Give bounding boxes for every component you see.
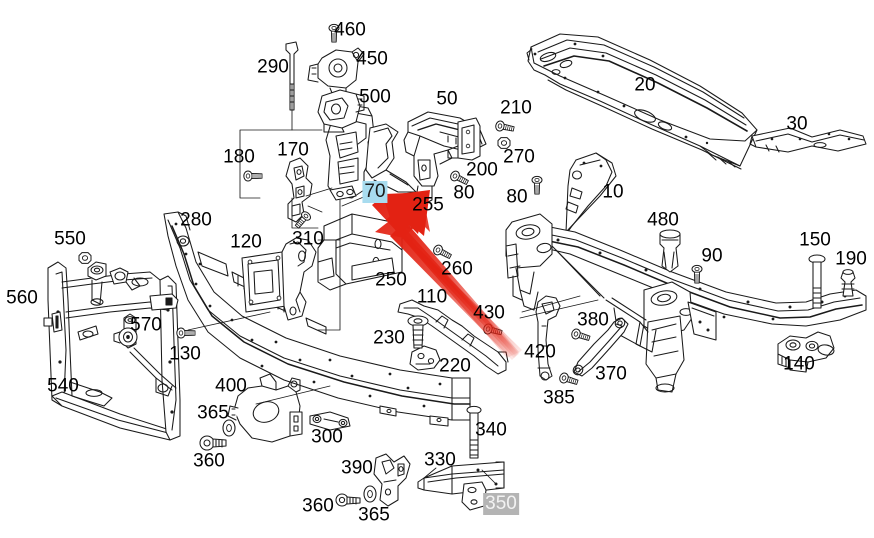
callout-label-330: 330 <box>424 449 456 471</box>
callout-label-350: 350 <box>483 493 519 515</box>
callout-label-180: 180 <box>223 146 255 168</box>
callout-label-310: 310 <box>292 228 324 250</box>
callout-label-365: 365 <box>358 504 390 526</box>
callout-label-10: 10 <box>602 181 624 203</box>
part-420-stay <box>535 295 561 381</box>
callout-label-140: 140 <box>783 353 815 375</box>
part-70-front-panel-carrier <box>325 105 417 201</box>
part-120-mount-plate <box>241 237 317 321</box>
callout-label-365: 365 <box>197 402 229 424</box>
fastener-130 <box>176 327 196 339</box>
part-300-link-strap <box>309 411 351 431</box>
callout-label-90: 90 <box>701 245 723 267</box>
callout-label-340: 340 <box>475 419 507 441</box>
callout-label-220: 220 <box>439 355 471 377</box>
callout-label-130: 130 <box>169 343 201 365</box>
part-140-bracket-assembly <box>777 331 835 373</box>
callout-label-300: 300 <box>311 426 343 448</box>
callout-label-500: 500 <box>359 86 391 108</box>
fastener-480 <box>659 229 681 273</box>
callout-label-120: 120 <box>230 231 262 253</box>
part-540-radiator-frame <box>47 261 181 441</box>
part-500-lock-assembly <box>317 89 365 133</box>
part-200-l-bracket <box>447 117 481 161</box>
callout-label-170: 170 <box>277 139 309 161</box>
part-220-small-bracket <box>409 345 441 371</box>
callout-label-20: 20 <box>634 74 656 96</box>
callout-label-450: 450 <box>356 48 388 70</box>
callout-label-400: 400 <box>215 375 247 397</box>
callout-label-50: 50 <box>436 88 458 110</box>
callout-label-230: 230 <box>373 327 405 349</box>
callout-label-200: 200 <box>466 159 498 181</box>
callout-label-540: 540 <box>47 375 79 397</box>
fastener-80-right <box>531 175 543 195</box>
callout-label-360: 360 <box>193 450 225 472</box>
callout-label-430: 430 <box>473 302 505 324</box>
fastener-180 <box>243 170 263 182</box>
callout-label-80: 80 <box>453 182 475 204</box>
fastener-150 <box>808 254 826 309</box>
callout-label-250: 250 <box>375 269 407 291</box>
callout-label-150: 150 <box>799 229 831 251</box>
part-450-latch-assembly <box>307 47 365 99</box>
fastener-340 <box>466 405 482 459</box>
callout-label-550: 550 <box>54 228 86 250</box>
fastener-360-lower <box>335 493 361 507</box>
callout-label-110: 110 <box>416 286 448 308</box>
part-30-bracket <box>749 127 867 153</box>
callout-label-210: 210 <box>500 97 532 119</box>
callout-label-270: 270 <box>503 146 535 168</box>
callout-label-30: 30 <box>786 113 808 135</box>
part-400-headlamp-bracket <box>227 373 303 443</box>
part-370-brace-rod <box>572 317 629 377</box>
fastener-210 <box>494 119 516 135</box>
callout-label-190: 190 <box>835 248 867 270</box>
part-10-right-frame-rail <box>505 152 867 393</box>
part-570-grommet <box>113 327 138 347</box>
leader-lines <box>187 83 599 485</box>
part-170-hinge-bracket <box>285 157 313 223</box>
callout-label-380: 380 <box>577 309 609 331</box>
callout-label-80: 80 <box>506 186 528 208</box>
fastener-190 <box>840 269 856 297</box>
fastener-230 <box>407 315 429 349</box>
callout-label-480: 480 <box>647 209 679 231</box>
callout-label-390: 390 <box>341 457 373 479</box>
callout-label-290: 290 <box>257 56 289 78</box>
callout-label-370: 370 <box>595 363 627 385</box>
callout-label-360: 360 <box>302 495 334 517</box>
part-560-clip <box>43 311 63 333</box>
part-20-cowl-crossmember <box>526 33 758 170</box>
callout-label-70: 70 <box>362 181 388 203</box>
callout-label-255: 255 <box>412 194 444 216</box>
callout-label-570: 570 <box>130 314 162 336</box>
part-550-mount-nut <box>78 252 92 264</box>
callout-label-280: 280 <box>180 209 212 231</box>
callout-label-420: 420 <box>524 341 556 363</box>
callout-label-385: 385 <box>543 387 575 409</box>
red-pointer-arrow <box>372 190 522 360</box>
fastener-360-upper <box>199 435 227 451</box>
callout-label-260: 260 <box>441 258 473 280</box>
callout-label-560: 560 <box>6 287 38 309</box>
callout-label-460: 460 <box>334 19 366 41</box>
fastener-365-lower <box>363 485 377 503</box>
part-390-bracket <box>373 453 411 507</box>
